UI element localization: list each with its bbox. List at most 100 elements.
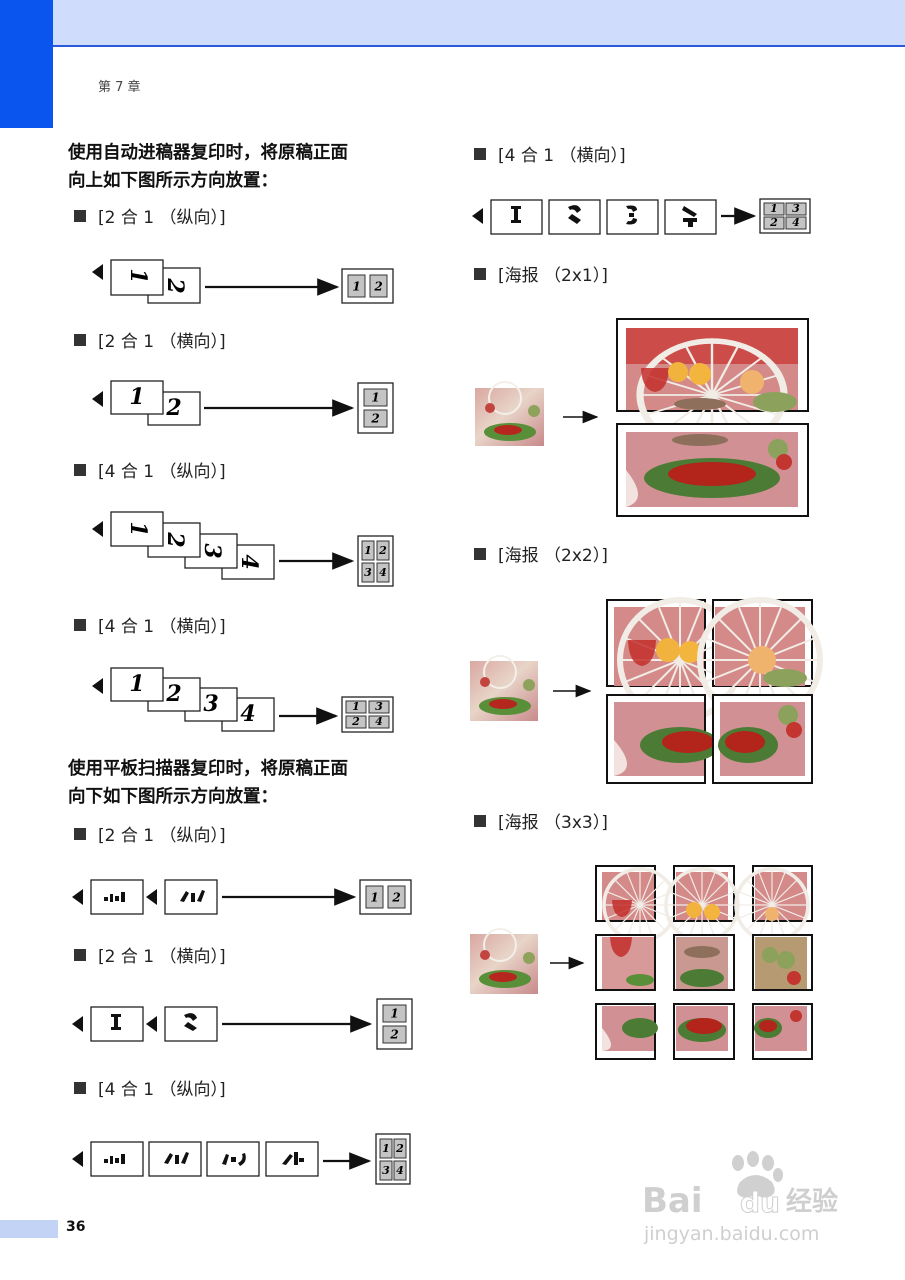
mirrored-page-mark	[180, 890, 205, 902]
result-number: 4	[396, 1164, 404, 1177]
bullet-square-icon	[474, 814, 486, 827]
diagram-poster-2x2	[470, 600, 820, 784]
adf-heading: 使用自动进稿器复印时，将原稿正面 向上如下图所示方向放置：	[68, 143, 348, 191]
poster-tile	[616, 318, 809, 449]
diagram-poster-2x1	[475, 318, 809, 517]
item-adf-2in1-portrait: [2 合 1 （纵向）]	[74, 203, 226, 228]
item-poster-3x3: [海报 （3x3）]	[474, 808, 608, 833]
result-number: 2	[378, 544, 387, 557]
watermark-brand-du: du	[740, 1186, 780, 1219]
diagram-fb-2in1-landscape: 1 2	[72, 998, 413, 1050]
poster-tile	[595, 865, 678, 943]
poster-tile	[673, 1003, 735, 1060]
bullet-square-icon	[74, 827, 86, 840]
result-number: 2	[389, 1028, 398, 1042]
poster-tile	[752, 934, 813, 991]
item-adf-4in1-landscape: [4 合 1 （横向）]	[74, 612, 226, 637]
bullet-square-icon	[74, 333, 86, 346]
result-number: 1	[364, 544, 372, 557]
page-number: 3	[199, 543, 225, 558]
mirrored-page-mark	[104, 1154, 125, 1164]
poster-tile	[712, 694, 813, 784]
page-number: 1	[129, 671, 144, 697]
flatbed-heading: 使用平板扫描器复印时，将原稿正面 向下如下图所示方向放置：	[68, 759, 348, 807]
mirrored-page-mark	[164, 1152, 189, 1164]
item-fb-4in1-landscape: [4 合 1 （横向）]	[474, 141, 626, 166]
page-number: 4	[240, 701, 255, 727]
result-number: 3	[382, 1164, 390, 1177]
diagram-fb-2in1-portrait: 1 2	[72, 879, 412, 915]
diagram-fb-4in1-landscape: 1 3 2 4	[472, 198, 811, 235]
poster-tile	[734, 865, 813, 943]
page-number: 2	[162, 277, 188, 293]
page-number: 3	[203, 691, 218, 717]
bullet-square-icon	[474, 267, 486, 280]
poster-tile	[616, 423, 809, 517]
result-number: 3	[792, 202, 800, 215]
diagram-poster-3x3	[470, 865, 813, 1060]
mirrored-page-mark	[682, 206, 697, 227]
mirrored-page-mark	[104, 892, 125, 902]
page-number: 36	[66, 1219, 86, 1235]
result-number: 1	[371, 391, 379, 405]
page-number: 1	[129, 384, 144, 410]
diagram-fb-4in1-portrait: 1 2 3 4	[72, 1133, 411, 1185]
mirrored-page-mark	[511, 206, 521, 223]
header-band	[0, 0, 905, 47]
item-fb-2in1-landscape: [2 合 1 （横向）]	[74, 942, 226, 967]
result-number: 2	[370, 412, 379, 426]
item-poster-2x1: [海报 （2x1）]	[474, 261, 608, 286]
item-fb-2in1-portrait: [2 合 1 （纵向）]	[74, 821, 226, 846]
item-fb-4in1-portrait: [4 合 1 （纵向）]	[74, 1075, 226, 1100]
watermark-brand-cn: 经验	[786, 1186, 838, 1217]
page-number: 2	[162, 531, 188, 547]
page-number-bar	[0, 1220, 58, 1238]
source-photo	[470, 928, 538, 994]
item-adf-4in1-portrait: [4 合 1 （纵向）]	[74, 457, 226, 482]
bullet-square-icon	[74, 618, 86, 631]
page-number: 2	[165, 395, 181, 421]
poster-tile	[595, 934, 656, 991]
mirrored-page-mark	[282, 1152, 304, 1165]
item-poster-2x2: [海报 （2x2）]	[474, 541, 608, 566]
result-number: 4	[375, 715, 383, 728]
result-number: 1	[370, 891, 378, 905]
bullet-square-icon	[74, 463, 86, 476]
watermark-brand-bai: Bai	[642, 1181, 703, 1221]
poster-tile	[606, 694, 720, 784]
mirrored-page-mark	[111, 1014, 121, 1030]
result-number: 2	[391, 891, 400, 905]
diagram-adf-4in1-landscape: 4 3 2 1 1 3 2 4	[92, 667, 394, 733]
poster-tile	[752, 1003, 813, 1060]
source-photo	[470, 655, 538, 721]
result-number: 4	[792, 216, 800, 229]
result-number: 3	[364, 566, 372, 579]
mirrored-page-mark	[222, 1153, 246, 1166]
result-number: 1	[390, 1007, 398, 1021]
paw-icon	[732, 1151, 783, 1198]
source-photo	[475, 381, 544, 446]
bullet-square-icon	[74, 209, 86, 222]
diagram-adf-4in1-portrait: 4 3 2 1 1 2 3 4	[92, 511, 394, 587]
result-number: 4	[379, 566, 387, 579]
result-number: 2	[373, 280, 382, 294]
bullet-square-icon	[474, 147, 486, 160]
result-number: 1	[382, 1142, 390, 1155]
page-number: 2	[165, 681, 181, 707]
chapter-tab	[0, 0, 53, 128]
baidu-watermark: Bai du 经验 jingyan.baidu.com	[642, 1151, 838, 1245]
chapter-label: 第 7 章	[98, 80, 141, 95]
mirrored-page-mark	[568, 205, 581, 224]
mirrored-page-mark	[184, 1013, 197, 1031]
result-number: 2	[395, 1142, 404, 1155]
poster-tile	[664, 865, 740, 943]
result-number: 1	[352, 700, 360, 713]
poster-tile	[595, 1003, 658, 1060]
result-number: 2	[769, 216, 778, 229]
watermark-url: jingyan.baidu.com	[643, 1223, 819, 1245]
mirrored-page-mark	[626, 205, 637, 225]
page-number: 1	[125, 521, 151, 536]
result-number: 1	[352, 280, 360, 294]
bullet-square-icon	[74, 948, 86, 961]
